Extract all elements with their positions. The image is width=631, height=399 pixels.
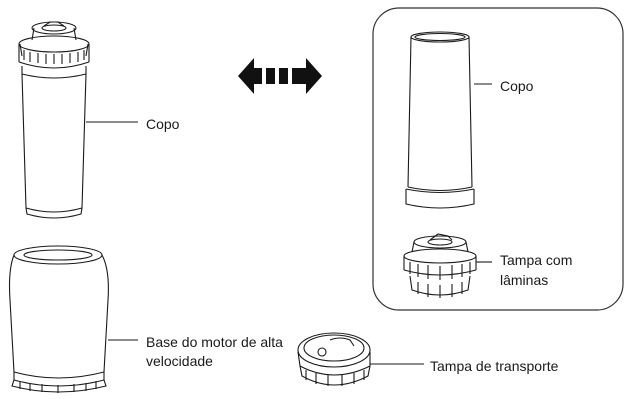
copo-assembled-illustration	[18, 21, 138, 219]
label-base-do-motor: Base do motor de alta velocidade	[146, 334, 283, 369]
tampa-transporte-illustration	[297, 332, 424, 386]
label-tampa-com-laminas: Tampa com lâminas	[500, 252, 573, 288]
double-headed-arrow-icon	[238, 58, 322, 94]
copo-right-illustration	[405, 31, 492, 209]
tampa-com-laminas-illustration	[403, 233, 492, 298]
label-copo-right: Copo	[500, 78, 534, 94]
exploded-view-panel	[372, 7, 624, 311]
label-tampa-de-transporte: Tampa de transporte	[430, 358, 559, 374]
motor-base-illustration	[8, 245, 138, 393]
label-copo-left: Copo	[146, 116, 180, 132]
